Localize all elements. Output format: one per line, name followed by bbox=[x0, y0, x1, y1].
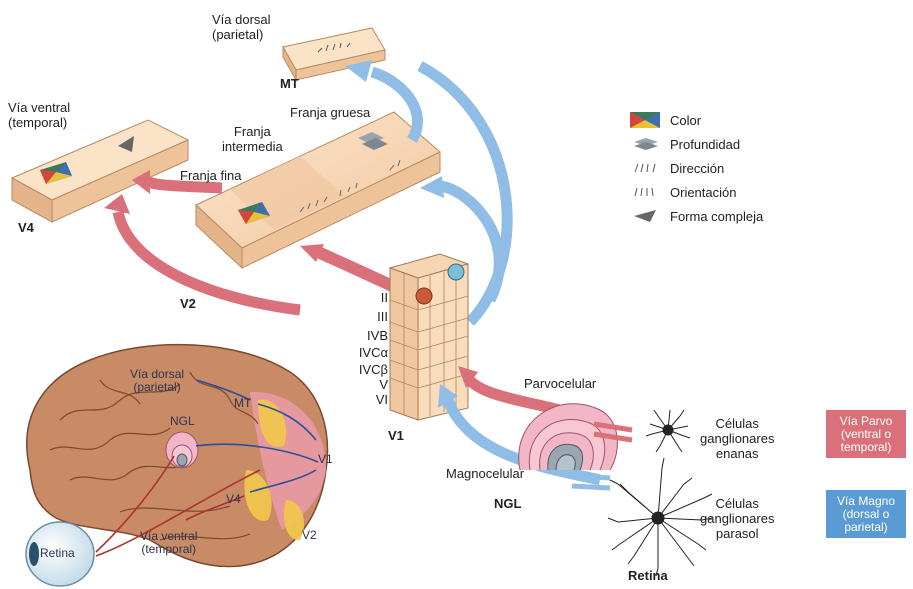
layer-label: IVB bbox=[350, 328, 388, 343]
brain-v4-label: V4 bbox=[226, 492, 241, 507]
legend-label: Dirección bbox=[670, 161, 724, 176]
brain-via-ventral-label: Vía ventral (temporal) bbox=[140, 530, 197, 556]
legend-label: Orientación bbox=[670, 185, 736, 200]
layer-label: III bbox=[350, 309, 388, 324]
mt-slab bbox=[283, 28, 385, 80]
mt-label: MT bbox=[280, 76, 299, 91]
v1-label: V1 bbox=[388, 428, 404, 443]
direction-icon bbox=[630, 160, 660, 176]
legend-label: Forma compleja bbox=[670, 209, 763, 224]
legend-label: Color bbox=[670, 113, 701, 128]
legend-item: Color bbox=[630, 110, 701, 130]
celulas-enanas-label: Células ganglionares enanas bbox=[700, 416, 774, 461]
brain-v2-label: V2 bbox=[302, 528, 317, 543]
v2-label: V2 bbox=[180, 296, 196, 311]
brain-v1-label: V1 bbox=[318, 452, 333, 467]
brain-via-dorsal-label: Vía dorsal (parietal) bbox=[130, 368, 184, 394]
franja-gruesa-label: Franja gruesa bbox=[290, 105, 370, 120]
ngl-label: NGL bbox=[494, 496, 521, 511]
franja-intermedia-label: Franja intermedia bbox=[222, 124, 283, 154]
parvocelular-label: Parvocelular bbox=[524, 376, 596, 391]
magno-pathway-box: Vía Magno (dorsal o parietal) bbox=[826, 490, 906, 538]
cortical-layers-list: II III IVB IVCα IVCβ V VI bbox=[350, 290, 388, 407]
via-dorsal-label: Vía dorsal (parietal) bbox=[212, 12, 271, 42]
franja-fina-label: Franja fina bbox=[180, 168, 241, 183]
legend-item: Orientación bbox=[630, 182, 736, 202]
layer-label: V bbox=[350, 377, 388, 392]
magnocelular-label: Magnocelular bbox=[446, 466, 524, 481]
midget-ganglion-cell bbox=[646, 410, 690, 452]
parvo-pathway-box: Vía Parvo (ventral o temporal) bbox=[826, 410, 906, 458]
retina-label: Retina bbox=[628, 568, 668, 583]
parasol-ganglion-cell bbox=[608, 458, 712, 576]
depth-icon bbox=[630, 136, 660, 152]
orientation-icon bbox=[630, 184, 660, 200]
legend-item: Profundidad bbox=[630, 134, 740, 154]
layer-label: IVCβ bbox=[350, 362, 388, 377]
legend-item: Forma compleja bbox=[630, 206, 763, 226]
complex-shape-icon bbox=[630, 208, 660, 224]
v4-slab bbox=[12, 120, 188, 222]
legend-item: Dirección bbox=[630, 158, 724, 178]
brain-mt-label: MT bbox=[234, 396, 251, 411]
layer-label: II bbox=[350, 290, 388, 305]
v4-label: V4 bbox=[18, 220, 34, 235]
brain-ngl-label: NGL bbox=[170, 414, 195, 429]
layer-label: IVCα bbox=[350, 345, 388, 360]
layer-label: VI bbox=[350, 392, 388, 407]
celulas-parasol-label: Células ganglionares parasol bbox=[700, 496, 774, 541]
color-icon bbox=[630, 112, 660, 128]
via-ventral-label: Vía ventral (temporal) bbox=[8, 100, 70, 130]
legend-label: Profundidad bbox=[670, 137, 740, 152]
brain-retina-label: Retina bbox=[40, 546, 75, 561]
